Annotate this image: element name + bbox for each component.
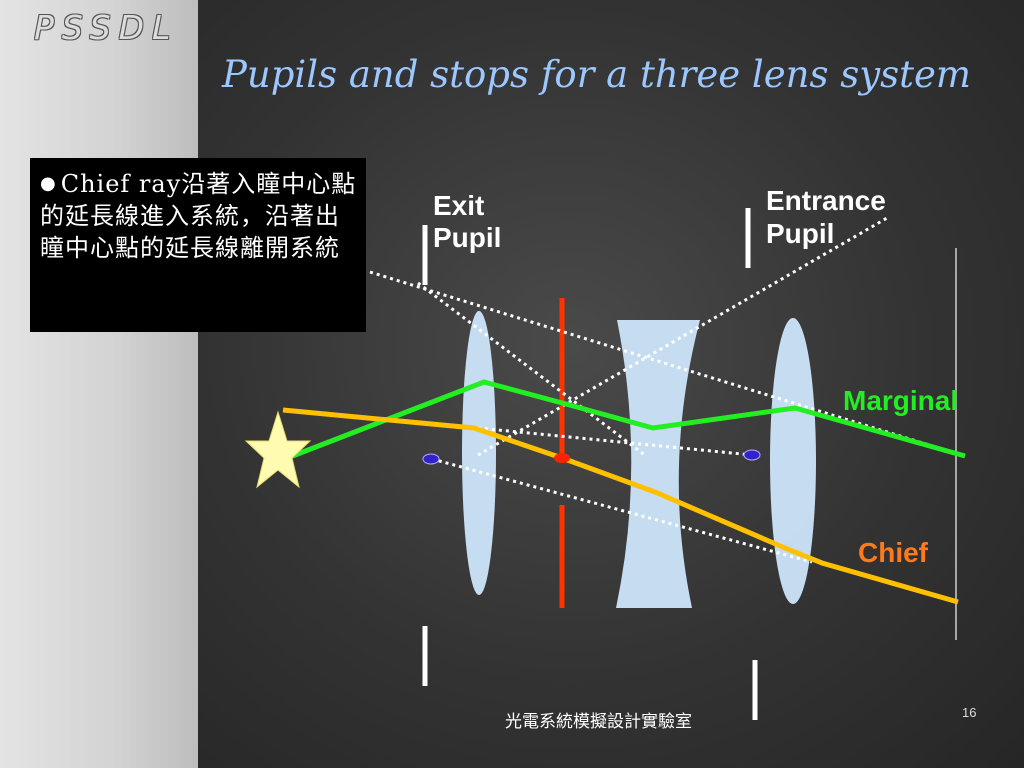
dotted-line-3 (477, 216, 888, 457)
entrance-pupil-label: Entrance Pupil (766, 184, 886, 250)
entrance-pupil-center-point (743, 449, 761, 461)
exit-pupil-label-line1: Exit (433, 190, 485, 221)
marginal-label: Marginal (843, 385, 959, 416)
chief-ray (282, 407, 959, 605)
third-lens (770, 318, 816, 604)
dotted-line-5 (431, 457, 813, 564)
page-number: 16 (962, 705, 977, 720)
chief-label: Chief (858, 537, 928, 568)
logo: PSSDL (34, 8, 179, 47)
exit-pupil-label: Exit Pupil (433, 190, 501, 254)
entrance-pupil-label-line1: Entrance (766, 185, 886, 216)
footer-lab-name: 光電系統模擬設計實驗室 (505, 712, 692, 732)
note-box: ●Chief ray沿著入瞳中心點的延長線進入系統，沿著出瞳中心點的延長線離開系… (30, 158, 366, 332)
object-star-icon (244, 410, 312, 489)
left-strip-background (0, 0, 198, 768)
slide-background (198, 0, 1024, 768)
entrance-pupil-label-line2: Pupil (766, 218, 835, 249)
exit-pupil-label-line2: Pupil (433, 222, 502, 253)
stop-center-point (554, 453, 570, 463)
slide-title: Pupils and stops for a three lens system (222, 53, 971, 96)
marginal-ray (289, 379, 966, 460)
bullet-icon: ● (40, 173, 57, 194)
exit-pupil-center-point (422, 453, 440, 465)
note-text: Chief ray沿著入瞳中心點的延長線進入系統，沿著出瞳中心點的延長線離開系統 (40, 170, 357, 262)
middle-negative-lens (616, 320, 700, 608)
dotted-line-2 (417, 281, 647, 458)
